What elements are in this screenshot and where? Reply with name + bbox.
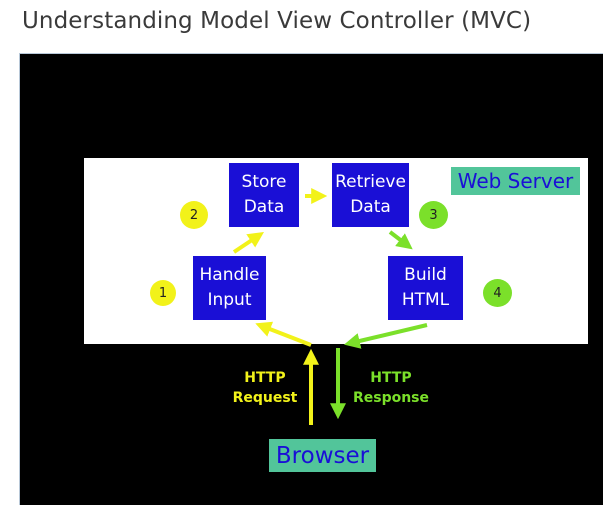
http-response-line1: HTTP [370, 370, 412, 386]
arrow-handle-to-store [232, 232, 264, 254]
build-html-line1: Build [404, 265, 447, 285]
retrieve-data-line2: Data [350, 197, 391, 217]
arrow-build-to-response [343, 323, 428, 349]
web-server-label: Web Server [451, 167, 580, 195]
http-request-label: HTTP Request [230, 368, 300, 408]
step-badge-2: 2 [180, 201, 208, 229]
handle-input-line1: Handle [199, 265, 260, 285]
browser-label: Browser [269, 439, 376, 472]
handle-input-line2: Input [207, 290, 252, 310]
http-response-line2: Response [352, 390, 430, 406]
retrieve-data-line1: Retrieve [335, 172, 406, 192]
arrow-retrieve-to-build [388, 230, 413, 250]
step-badge-1: 1 [150, 280, 176, 306]
step-badge-3: 3 [419, 201, 448, 229]
page-title: Understanding Model View Controller (MVC… [22, 8, 532, 34]
http-request-line1: HTTP [244, 370, 286, 386]
store-data-line1: Store [241, 172, 287, 192]
http-response-label: HTTP Response [350, 368, 432, 408]
build-html-line2: HTML [401, 290, 450, 310]
http-request-line2: Request [232, 390, 298, 406]
arrow-request-to-handle [255, 321, 312, 347]
step-badge-4: 4 [483, 279, 512, 307]
store-data-line2: Data [243, 197, 285, 217]
